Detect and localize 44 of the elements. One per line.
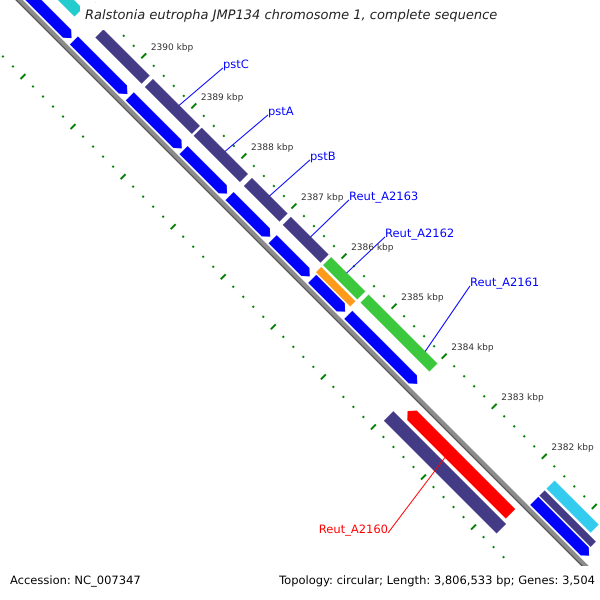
scale-label: 2387 kbp (301, 192, 344, 204)
gene-label: Reut_A2160 (318, 523, 388, 536)
gene-label: Reut_A2162 (385, 227, 454, 240)
gene-segment (194, 128, 248, 182)
gene-label: pstB (310, 150, 336, 164)
gene-segment (180, 146, 228, 194)
leader-line (388, 457, 446, 534)
gene-segment (344, 310, 418, 384)
leader-line (178, 67, 224, 106)
gene-segment (308, 274, 346, 312)
gene-segment (95, 29, 150, 84)
leader-line (346, 236, 386, 274)
gene-segment (323, 257, 366, 300)
gene-segment (407, 410, 516, 519)
gene-label: Reut_A2161 (470, 276, 540, 290)
scale-label: 2388 kbp (250, 142, 294, 154)
gene-segment (530, 496, 590, 556)
gene-segment (126, 92, 182, 148)
accession-text: Accession: NC_007347 (10, 574, 141, 588)
gene-segment (316, 267, 356, 306)
map-title: Ralstonia eutropha JMP134 chromosome 1, complete sequence (85, 9, 498, 24)
scale-label: 2390 kbp (150, 42, 194, 54)
scale-label: 2386 kbp (351, 243, 394, 254)
leader-line (424, 285, 470, 352)
scale-label: 2389 kbp (200, 92, 244, 104)
scale-label: 2385 kbp (401, 293, 444, 304)
leader-line (269, 159, 310, 196)
gene-segment (546, 480, 599, 533)
gene-segment (268, 235, 310, 276)
gene-segment (539, 490, 596, 547)
gene-label: pstA (268, 105, 294, 118)
scale-label: 2384 kbp (451, 343, 494, 354)
gene-segment (282, 216, 329, 263)
leader-line (224, 114, 268, 152)
gene-segment (226, 192, 270, 237)
sequence-info: Topology: circular; Length: 3,806,533 bp; Genes: 3,504 (279, 574, 595, 588)
gene-segment (70, 36, 128, 94)
scale-label: 2382 kbp (551, 443, 594, 454)
gene-segment (244, 178, 288, 222)
scale-label: 2383 kbp (501, 393, 544, 404)
gene-segment (144, 78, 200, 134)
gene-label: Reut_A2163 (349, 190, 418, 204)
gene-label: pstC (223, 58, 249, 72)
leader-line (310, 199, 350, 238)
